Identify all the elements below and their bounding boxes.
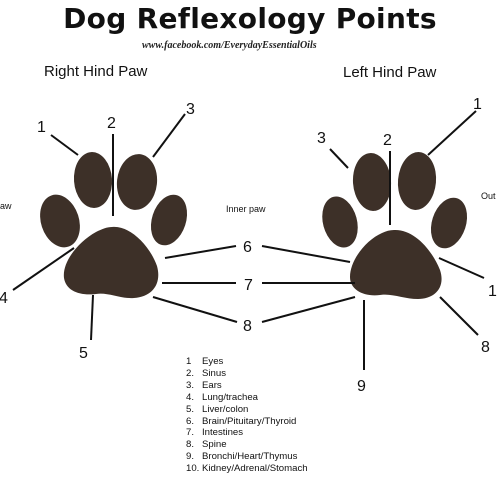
number-right-1: 1 — [37, 119, 46, 136]
number-left-1-top: 1 — [473, 96, 482, 113]
legend-item: 1 Eyes — [186, 356, 386, 368]
pointer-lines — [12, 110, 485, 370]
line-left-8 — [439, 296, 479, 336]
number-left-1-side: 1 — [488, 283, 497, 300]
line-left-1-side — [438, 257, 485, 279]
legend-text: Intestines — [202, 427, 244, 439]
legend-item: 9. Bronchi/Heart/Thymus — [186, 451, 386, 463]
right-paw-toe-inner-left — [73, 152, 113, 208]
left-hind-paw-label: Left Hind Paw — [343, 64, 437, 81]
legend-number: 2. — [186, 367, 195, 379]
line-center-8-right — [152, 296, 238, 323]
line-right-1 — [50, 134, 79, 156]
line-left-3 — [329, 148, 349, 169]
line-center-6-left — [261, 245, 351, 263]
line-right-4 — [12, 247, 75, 291]
legend-text: Sinus — [202, 367, 226, 379]
number-right-3: 3 — [186, 101, 195, 118]
legend-list: 1 Eyes 2. Sinus 3. Ears 4. Lung/trachea 5. Li… — [186, 356, 386, 475]
point-numbers: 1 2 3 4 5 6 7 8 1 2 3 1 8 9 — [0, 96, 497, 395]
legend-text: Ears — [202, 379, 222, 391]
left-paw-toe-outer — [430, 197, 468, 249]
line-left-1-top — [427, 110, 477, 156]
line-center-6-right — [164, 245, 237, 259]
legend-item: 3. Ears — [186, 380, 386, 392]
left-hind-paw — [322, 152, 468, 299]
legend-item: 6. Brain/Pituitary/Thyroid — [186, 416, 386, 428]
left-paw-toe-inner — [322, 196, 358, 248]
inner-paw-label: Inner paw — [226, 204, 266, 214]
page-title: Dog Reflexology Points — [63, 2, 437, 35]
legend-number: 9. — [186, 451, 195, 463]
number-left-2: 2 — [383, 132, 392, 149]
legend-number: 1 — [186, 356, 192, 367]
number-left-9: 9 — [357, 378, 366, 395]
legend-text: Bronchi/Heart/Thymus — [202, 451, 298, 463]
legend-item: 8. Spine — [186, 439, 386, 451]
legend-item: 2. Sinus — [186, 368, 386, 380]
legend-text: Kidney/Adrenal/Stomach — [202, 463, 308, 475]
line-center-8-left — [261, 296, 356, 323]
legend-item: 7. Intestines — [186, 427, 386, 439]
right-paw-main-pad — [63, 226, 159, 299]
line-right-3 — [152, 113, 186, 158]
left-paw-toe-inner-right — [397, 152, 437, 210]
legend-number: 8. — [186, 439, 195, 451]
line-right-5 — [90, 294, 94, 341]
source-link: www.facebook.com/EverydayEssentialOils — [142, 40, 317, 51]
number-right-2: 2 — [107, 115, 116, 132]
legend-number: 7. — [186, 427, 195, 439]
number-center-6: 6 — [243, 239, 252, 256]
left-paw-toe-inner-left — [352, 153, 392, 211]
legend-text: Lung/trachea — [202, 391, 259, 403]
right-hind-paw — [40, 152, 188, 299]
number-center-8: 8 — [243, 318, 252, 335]
legend-number: 3. — [186, 379, 195, 391]
right-paw-toe-inner — [150, 194, 188, 246]
number-left-8: 8 — [481, 339, 490, 356]
legend-text: Liver/colon — [202, 403, 249, 415]
legend-text: Brain/Pituitary/Thyroid — [202, 415, 297, 427]
legend-number: 5. — [186, 403, 195, 415]
number-right-5: 5 — [79, 345, 88, 362]
legend-item: 10.Kidney/Adrenal/Stomach — [186, 463, 386, 475]
right-paw-toe-inner-right — [116, 154, 158, 210]
legend-number: 10. — [186, 463, 200, 475]
legend-item: 4. Lung/trachea — [186, 392, 386, 404]
legend-item: 5. Liver/colon — [186, 404, 386, 416]
outer-paw-label-right: Out — [481, 191, 496, 201]
legend-number: 4. — [186, 391, 195, 403]
right-hind-paw-label: Right Hind Paw — [44, 63, 148, 80]
outer-paw-label-left: aw — [0, 201, 12, 211]
legend-number: 6. — [186, 415, 195, 427]
right-paw-toe-outer — [40, 194, 80, 248]
left-paw-main-pad — [350, 229, 442, 299]
number-left-3: 3 — [317, 130, 326, 147]
legend-text: Eyes — [202, 356, 224, 367]
legend-text: Spine — [202, 439, 227, 451]
number-center-7: 7 — [244, 277, 253, 294]
number-right-4: 4 — [0, 290, 8, 307]
